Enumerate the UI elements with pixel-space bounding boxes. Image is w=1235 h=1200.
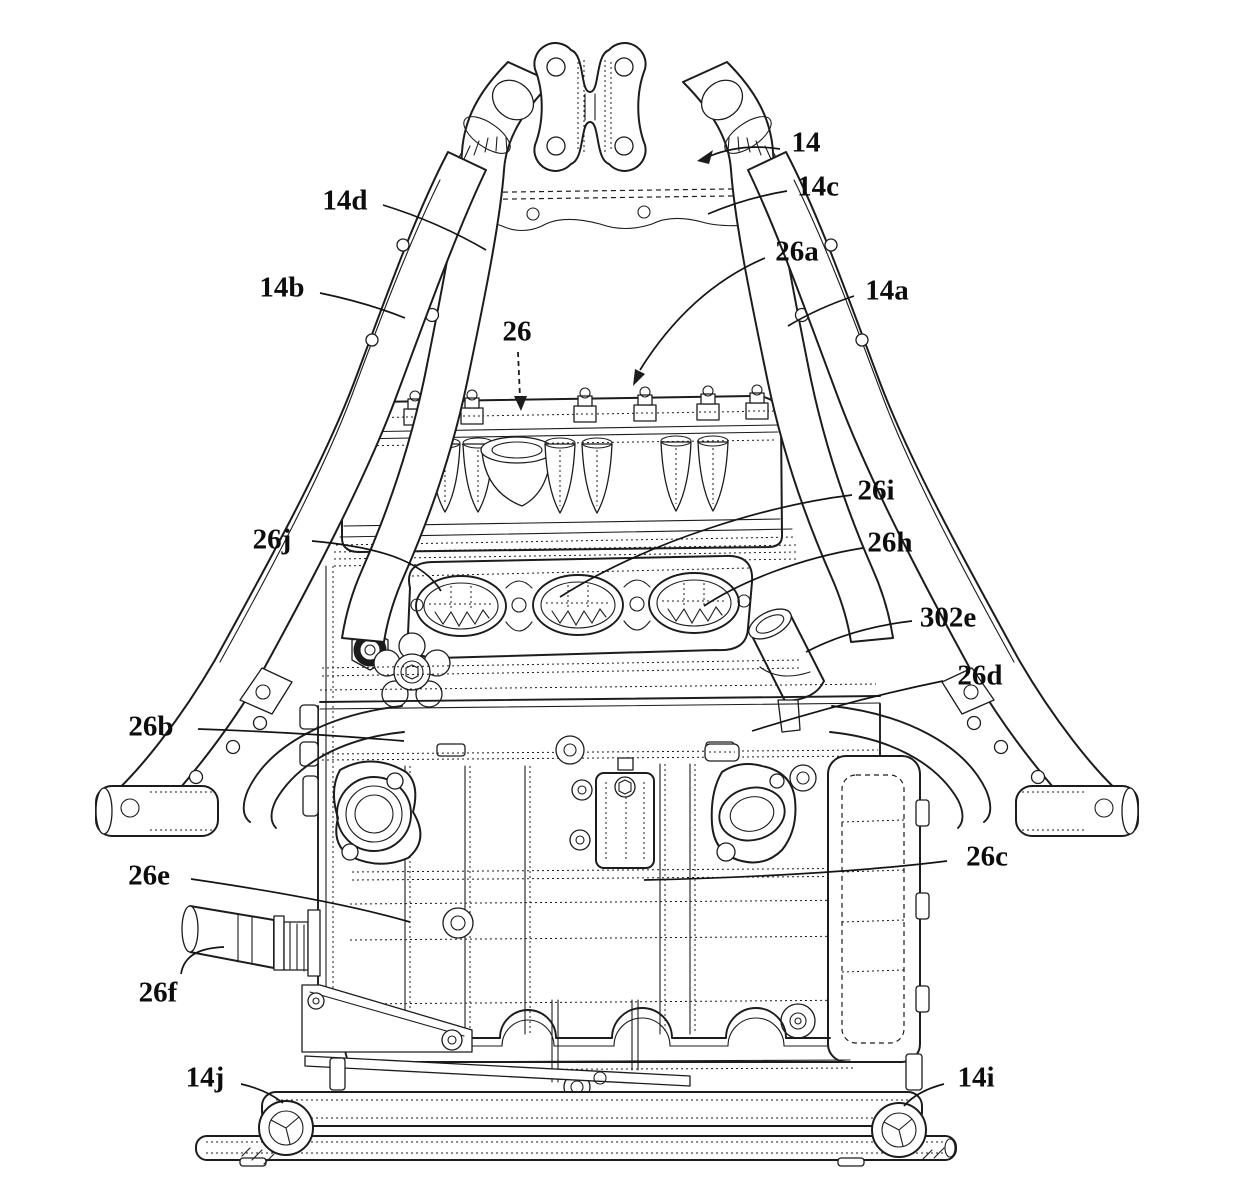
- ref-label-14b: 14b: [259, 271, 305, 304]
- ref-label-26c: 26c: [966, 840, 1008, 873]
- arrowhead-26: [514, 396, 527, 411]
- crankcase-ribs: [349, 763, 901, 1035]
- ref-label-14: 14: [791, 126, 821, 159]
- ref-label-302e: 302e: [919, 601, 977, 634]
- center-reservoir: [555, 735, 655, 869]
- throttle-port-2: [532, 574, 624, 636]
- ref-label-26: 26: [502, 315, 532, 348]
- ref-label-14j: 14j: [185, 1061, 225, 1094]
- ref-label-26b: 26b: [128, 710, 174, 743]
- throttle-port-3: [648, 572, 740, 634]
- ref-label-26i: 26i: [857, 474, 895, 507]
- ref-label-26h: 26h: [867, 526, 913, 559]
- cylinder-head: [407, 554, 754, 659]
- ref-label-26j: 26j: [252, 523, 292, 556]
- arm-end-tube-left: [95, 785, 219, 837]
- ref-label-26d: 26d: [957, 659, 1003, 692]
- ref-label-26f: 26f: [138, 976, 178, 1009]
- side-pipe-right: [829, 705, 992, 829]
- ref-label-26e: 26e: [128, 859, 170, 892]
- ref-label-26a: 26a: [775, 235, 819, 268]
- gearbox-housing: [780, 755, 930, 1063]
- arrowhead-14: [697, 150, 713, 164]
- steering-head-bracket: [533, 42, 647, 172]
- arm-end-tube-right: [1015, 785, 1139, 837]
- side-pipe-left: [242, 705, 405, 829]
- lower-frame: [195, 1053, 957, 1167]
- lower-left-bracket: [301, 984, 691, 1087]
- ref-label-14d: 14d: [322, 184, 368, 217]
- engine-mount-flange-right: [704, 743, 797, 864]
- frame-tube-end-left: [241, 1100, 314, 1165]
- arrowhead-26a: [633, 369, 645, 386]
- leader-lines: [180, 146, 948, 1107]
- ref-label-14a: 14a: [865, 274, 909, 307]
- output-shaft: [181, 905, 321, 977]
- breather-tube-302e: [748, 608, 825, 733]
- ref-label-14i: 14i: [957, 1061, 995, 1094]
- throttle-port-1: [415, 575, 507, 637]
- engine-mount-flange-left: [333, 760, 422, 865]
- frame-tube-end-right: [871, 1102, 945, 1161]
- ref-label-14c: 14c: [797, 170, 839, 203]
